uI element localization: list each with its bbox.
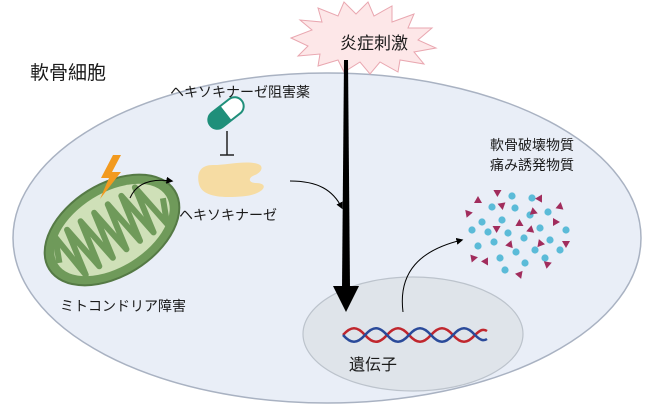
particle-dot [536,224,544,232]
particle-dot [468,226,476,234]
particle-triangle [481,257,489,266]
particle-triangle [553,218,560,226]
particle-dot [496,254,504,262]
gene-label: 遺伝子 [349,355,398,374]
pill-icon [207,96,245,130]
particle-dot [528,194,536,202]
particle-dot [501,266,509,274]
dna-icon [342,327,488,343]
stimulus-arrow-shaft [342,60,350,288]
particle-triangle [543,261,552,269]
burst-icon [289,1,438,75]
particle-dot [520,234,528,242]
particle-triangle [526,225,535,233]
mitochondria-icon [43,173,181,287]
enzyme-to-pathway-arrow [289,180,343,210]
particle-dot [556,246,564,254]
particle-dot [488,203,496,211]
particle-dot [544,208,552,216]
enzyme-label: ヘキソキナーゼ [179,208,277,224]
particle-triangle [474,196,482,203]
particle-dot [512,248,520,256]
lightning-icon [100,155,121,199]
particle-triangle [535,194,542,203]
stimulus-arrow-head [333,286,359,312]
particle-triangle [465,209,473,218]
particle-triangle [529,207,538,215]
gene-to-products-arrow [401,237,464,313]
particle-triangle [515,219,524,226]
cell-label: 軟骨細胞 [30,62,107,84]
inhibitor-label: ヘキソキナーゼ阻害薬 [170,85,310,101]
particle-dot [546,236,554,244]
particle-dot [474,242,482,250]
particle-dot [531,246,539,254]
particle-triangle [537,239,545,248]
particle-triangle [555,202,564,210]
products-label-line1: 軟骨破壊物質 [490,138,574,154]
products-cluster [465,190,570,279]
nucleus [302,276,524,392]
stimulus-label: 炎症刺激 [340,34,408,54]
particle-dot [484,228,492,236]
particle-triangle [562,241,570,248]
particle-triangle [497,202,506,210]
enzyme-icon [198,162,264,197]
mito-to-enzyme-arrow [129,176,174,199]
mitochondria-label: ミトコンドリア障害 [60,299,186,315]
particle-dot [541,254,549,262]
particle-dot [490,238,498,246]
particle-dot [511,204,519,212]
particle-triangle [515,270,523,279]
particle-triangle [470,254,478,263]
products-label-line2: 痛み誘発物質 [490,158,574,174]
particle-dot [478,218,486,226]
particle-triangle [505,240,513,249]
particle-dot [498,216,506,224]
particle-dot [504,229,512,237]
particle-dot [562,226,570,234]
products-label: 軟骨破壊物質 痛み誘発物質 [490,136,574,176]
particle-triangle [492,226,501,233]
particle-dot [508,192,516,200]
particle-triangle [493,190,502,197]
particle-dot [521,259,529,267]
